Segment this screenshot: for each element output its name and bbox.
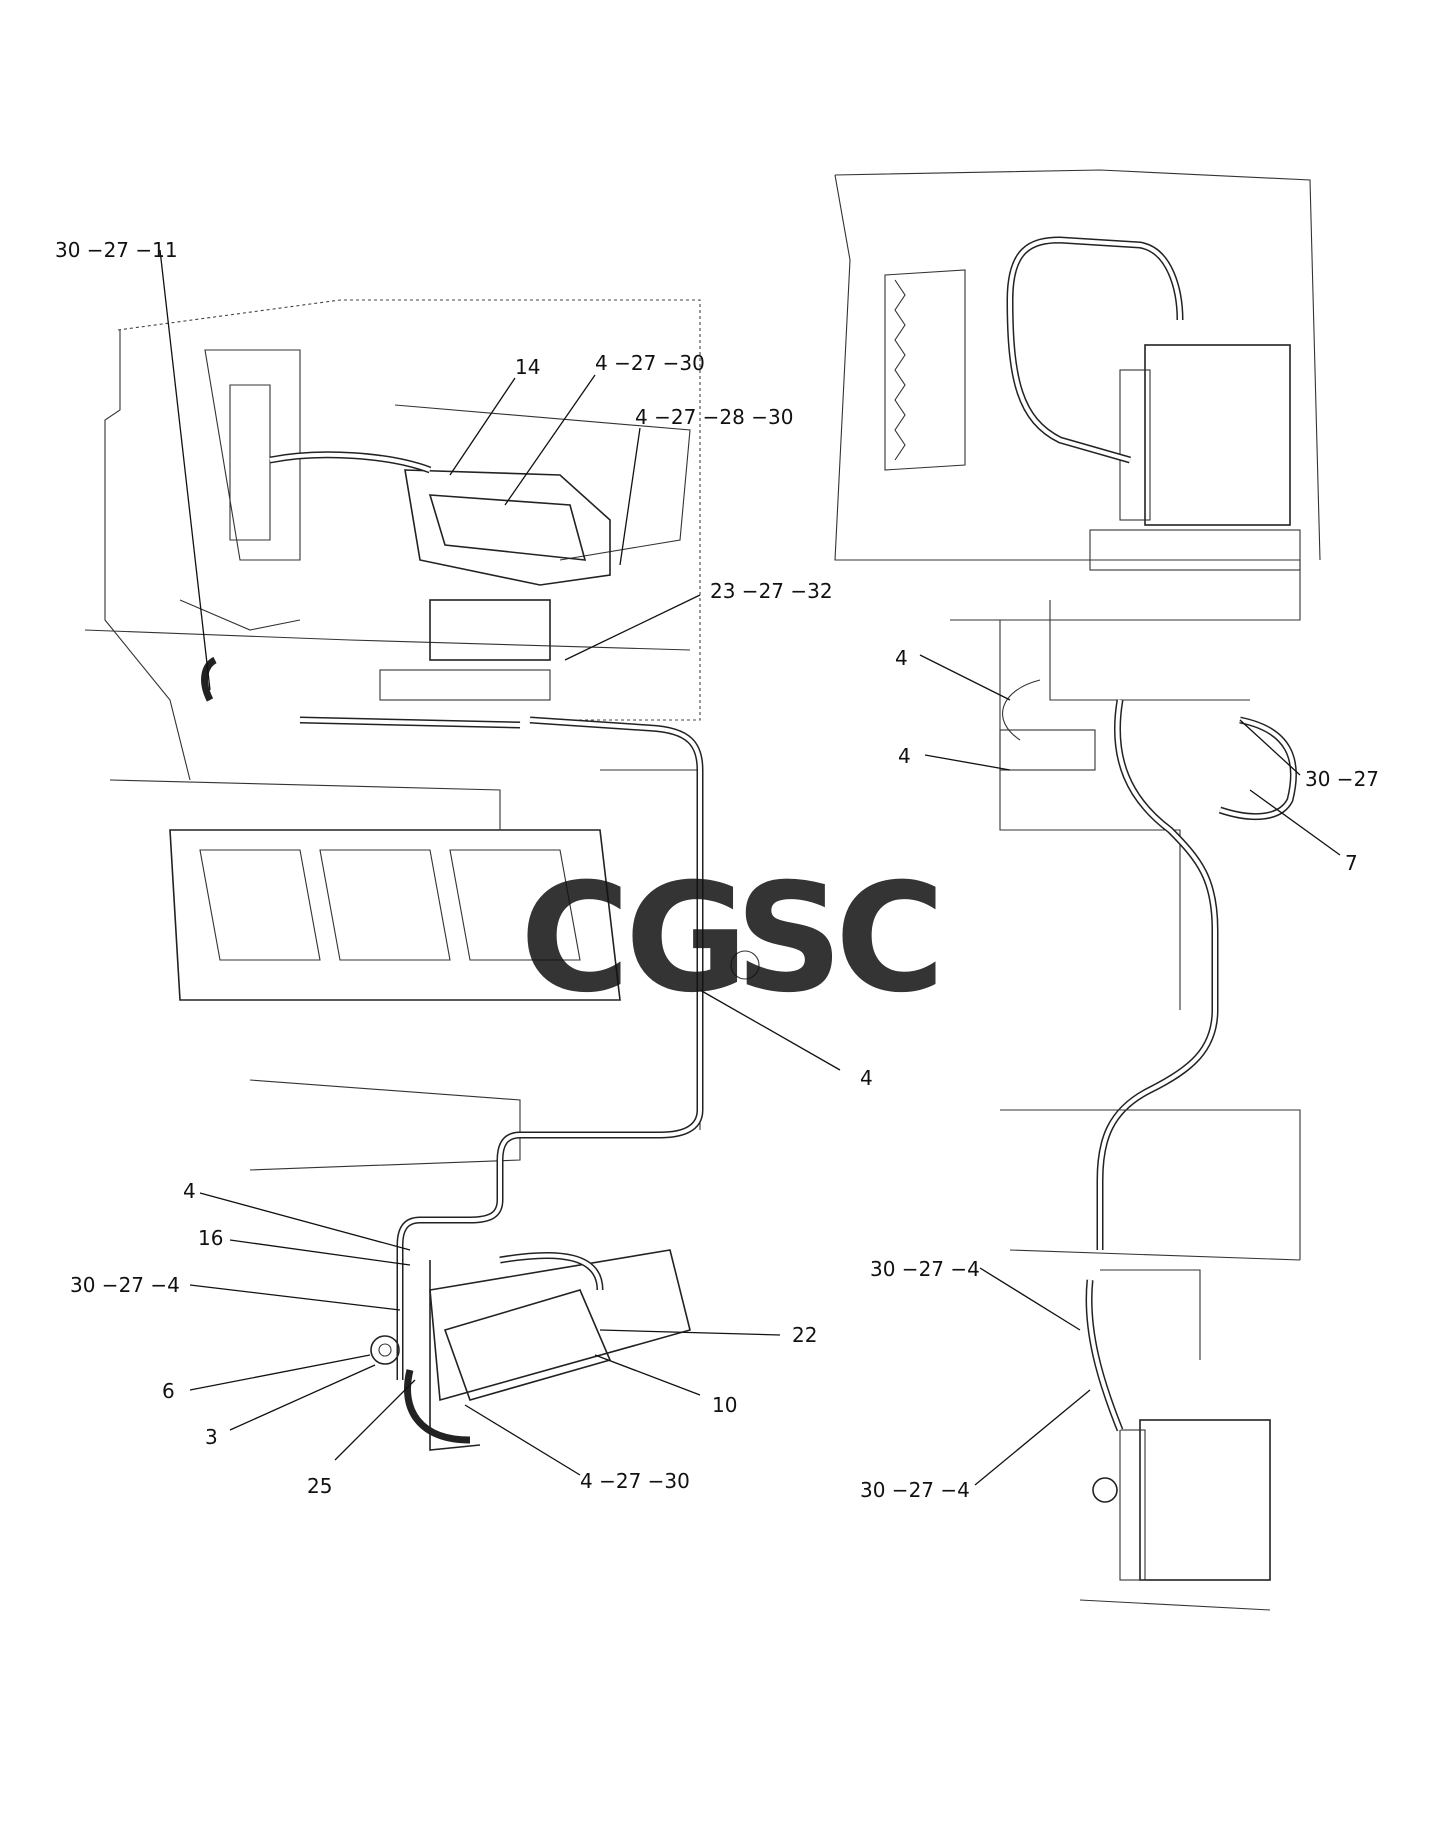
lower-right-battery — [1079, 1419, 1271, 1611]
left-assembly — [84, 299, 760, 1451]
callout-label: 4 — [860, 1066, 873, 1090]
watermark-letter: S — [735, 852, 843, 1026]
watermark-letter: C — [520, 852, 630, 1026]
callout-labels: 30 −27 −11 14 4 −27 −30 4 −27 −28 −30 23… — [55, 238, 1379, 1502]
callout-label: 7 — [1345, 851, 1358, 875]
callout-label: 4 −27 −30 — [595, 351, 705, 375]
right-assembly — [834, 169, 1321, 1611]
leader-lines — [159, 249, 1341, 1486]
watermark-letter: C — [835, 852, 945, 1026]
callout-label: 25 — [307, 1474, 332, 1498]
callout-label: 30 −27 −4 — [860, 1478, 970, 1502]
callout-label: 4 — [895, 646, 908, 670]
callout-label: 4 — [183, 1179, 196, 1203]
watermark-letter: G — [625, 852, 748, 1026]
callout-label: 14 — [515, 355, 540, 379]
callout-label: 6 — [162, 1379, 175, 1403]
upper-battery — [379, 469, 611, 701]
callout-label: 10 — [712, 1393, 737, 1417]
callout-label: 16 — [198, 1226, 223, 1250]
callout-label: 30 −27 −4 — [870, 1257, 980, 1281]
callout-label: 30 −27 −4 — [70, 1273, 180, 1297]
callout-label: 30 −27 — [1305, 767, 1379, 791]
callout-label: 30 −27 −11 — [55, 238, 178, 262]
lower-battery — [370, 1249, 691, 1451]
callout-label: 3 — [205, 1425, 218, 1449]
callout-label: 23 −27 −32 — [710, 579, 833, 603]
callout-label: 4 — [898, 744, 911, 768]
upper-right-battery — [1089, 344, 1301, 571]
callout-label: 4 −27 −28 −30 — [635, 405, 793, 429]
callout-label: 22 — [792, 1323, 817, 1347]
callout-label: 4 −27 −30 — [580, 1469, 690, 1493]
